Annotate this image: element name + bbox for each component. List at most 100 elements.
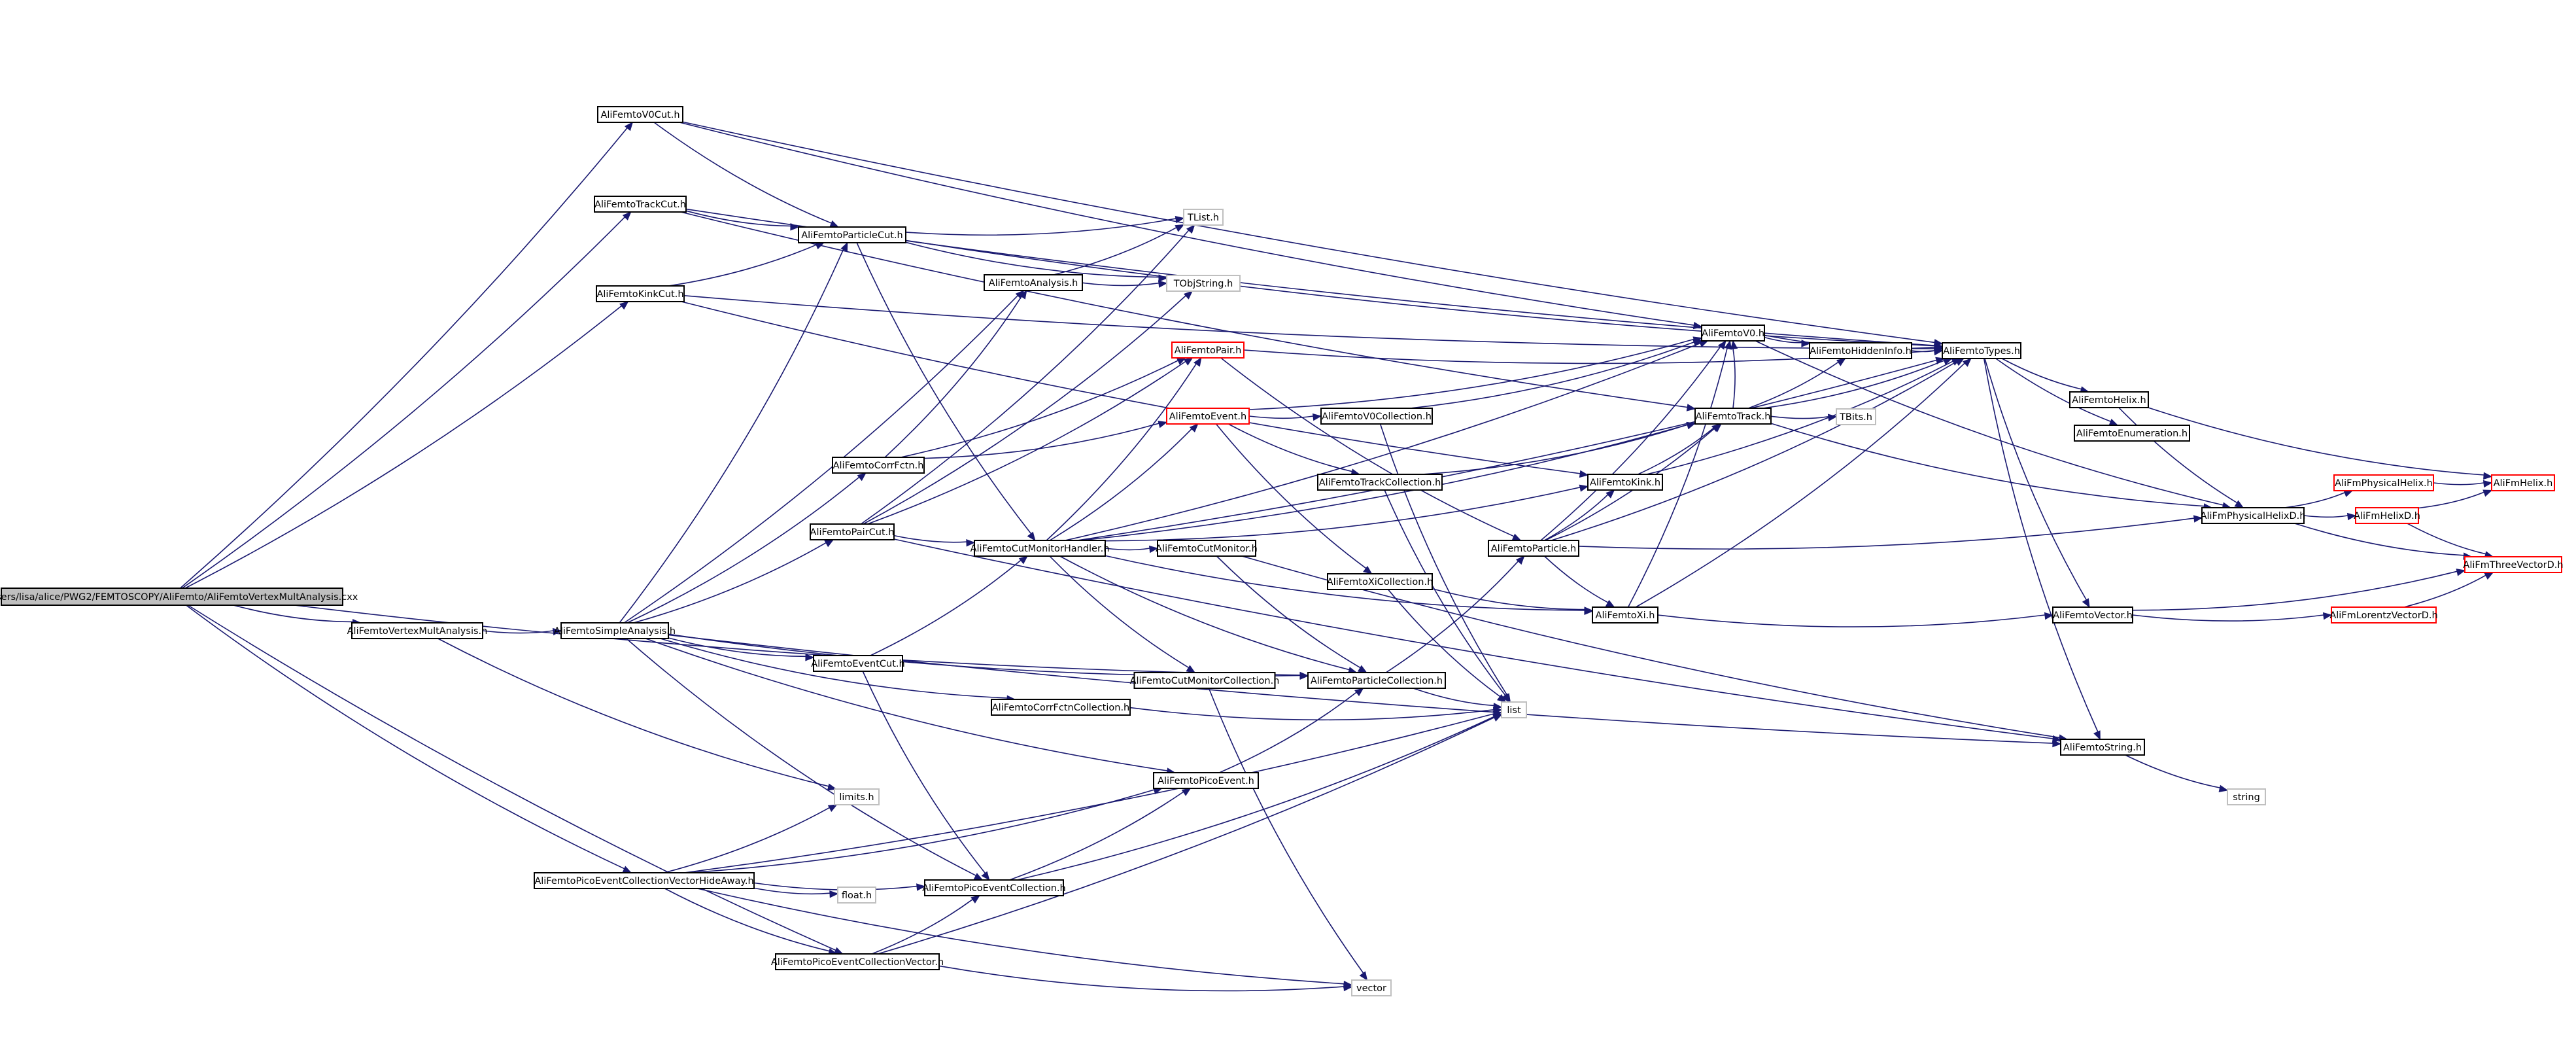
- arrowhead-icon: [1148, 545, 1159, 553]
- edge-line: [1009, 791, 1184, 881]
- node-alifemtopicoevent-h[interactable]: AliFemtoPicoEvent.h: [1153, 772, 1259, 789]
- node-alifemtotrackcollection-h[interactable]: AliFemtoTrackCollection.h: [1317, 474, 1443, 491]
- edge-line: [1983, 358, 2099, 732]
- node-box: [1694, 408, 1772, 425]
- node-alifemtohiddeninfo-h[interactable]: AliFemtoHiddenInfo.h: [1809, 342, 1912, 359]
- edge-line: [682, 121, 1935, 343]
- arrowhead-icon: [1343, 983, 1353, 992]
- edge-line: [1762, 360, 1945, 409]
- node-alifemtocutmonitorhandler-h[interactable]: AliFemtoCutMonitorHandler.h: [970, 540, 1110, 557]
- edge-line: [1065, 342, 1701, 541]
- node-alifemtoanalysis-h[interactable]: AliFemtoAnalysis.h: [984, 274, 1083, 291]
- node-label: AliFemtoPicoEventCollectionVector.h: [771, 957, 944, 968]
- node-label: /Users/lisa/alice/PWG2/FEMTOSCOPY/AliFem…: [0, 592, 358, 603]
- edge-event-to-xicoll: [1215, 423, 1373, 574]
- node-limits-h[interactable]: limits.h: [834, 788, 880, 805]
- arrowhead-icon: [916, 883, 926, 891]
- node-list[interactable]: list: [1501, 701, 1527, 718]
- node-vector[interactable]: vector: [1351, 979, 1392, 996]
- node-alifemtoxicollection-h[interactable]: AliFemtoXiCollection.h: [1327, 573, 1434, 590]
- arrowhead-icon: [1579, 484, 1589, 492]
- edge-simple-to-eventcut: [668, 637, 815, 661]
- edge-line: [1755, 340, 2224, 506]
- node-alifemtoevent-h[interactable]: AliFemtoEvent.h: [1166, 408, 1250, 425]
- node-alifemtoparticlecollection-h[interactable]: AliFemtoParticleCollection.h: [1307, 672, 1446, 689]
- node-float-h[interactable]: float.h: [837, 887, 876, 904]
- node-alifemtoxi-h[interactable]: AliFemtoXi.h: [1592, 606, 1658, 624]
- node-box: [1153, 772, 1259, 789]
- arrowhead-icon: [1175, 224, 1185, 232]
- node-alifmphysicalhelix-h[interactable]: AliFmPhysicalHelix.h: [2333, 474, 2434, 491]
- node-alifemtotrackcut-h[interactable]: AliFemtoTrackCut.h: [594, 196, 687, 213]
- node-alifemtovertexmultanalysis-h[interactable]: AliFemtoVertexMultAnalysis.h: [347, 622, 488, 639]
- node-box: [984, 274, 1083, 291]
- edge-hideaway-to-vector: [697, 888, 1353, 989]
- node-alifmhelix-h[interactable]: AliFmHelix.h: [2491, 474, 2555, 491]
- node-alifemtov0collection-h[interactable]: AliFemtoV0Collection.h: [1320, 408, 1433, 425]
- node-alifemtopicoeventcollectionvectorhideaway-h[interactable]: AliFemtoPicoEventCollectionVectorHideAwa…: [534, 872, 755, 889]
- node-alifemtocutmonitor-h[interactable]: AliFemtoCutMonitor.h: [1156, 540, 1258, 557]
- node-tbits-h[interactable]: TBits.h: [1836, 408, 1876, 425]
- edge-particlecut-to-tlist: [905, 215, 1185, 236]
- node-box: [1317, 474, 1443, 491]
- edge-root-to-v0cut: [180, 121, 634, 589]
- node-alifmlorentzvectord-h[interactable]: AliFmLorentzVectorD.h: [2329, 606, 2438, 624]
- node-string[interactable]: string: [2227, 788, 2266, 805]
- node-alifemtokink-h[interactable]: AliFemtoKink.h: [1587, 474, 1663, 491]
- node-alifemtov0cut-h[interactable]: AliFemtoV0Cut.h: [597, 106, 683, 123]
- edge-physhelixd-to-physhelix: [2284, 490, 2354, 508]
- edge-line: [871, 899, 973, 955]
- edge-root-to-picovec: [187, 605, 844, 955]
- edge-track-to-hidden: [1748, 358, 1846, 409]
- edge-line: [688, 789, 1155, 873]
- node-alifemtopair-h[interactable]: AliFemtoPair.h: [1171, 342, 1245, 359]
- arrowhead-icon: [1501, 693, 1510, 703]
- node-label: AliFemtoTrackCut.h: [594, 200, 686, 210]
- edge-root-to-vertexmult: [233, 605, 362, 627]
- edge-lorentz-to-threevec: [2403, 572, 2494, 608]
- node-alifemtoparticlecut-h[interactable]: AliFemtoParticleCut.h: [798, 226, 906, 243]
- node-alifmthreevectord-h[interactable]: AliFmThreeVectorD.h: [2463, 556, 2564, 573]
- node-alifemtokinkcut-h[interactable]: AliFemtoKinkCut.h: [596, 285, 685, 302]
- arrowhead-icon: [1511, 533, 1522, 541]
- node-alifemtotypes-h[interactable]: AliFemtoTypes.h: [1942, 342, 2021, 359]
- edge-fmhelixd-to-fmhelix: [2418, 489, 2493, 509]
- arrowhead-icon: [1018, 555, 1029, 565]
- node-alifemtoparticle-h[interactable]: AliFemtoParticle.h: [1488, 540, 1579, 557]
- node-label: AliFemtoTrack.h: [1696, 412, 1771, 422]
- edge-line: [1984, 358, 2087, 601]
- node-alifemtotrack-h[interactable]: AliFemtoTrack.h: [1694, 408, 1772, 425]
- node-alifemtosimpleanalysis-h[interactable]: AliFemtoSimpleAnalysis.h: [554, 622, 676, 639]
- edge-line: [184, 305, 622, 589]
- arrowhead-icon: [1183, 290, 1193, 300]
- node-alifemtohelix-h[interactable]: AliFemtoHelix.h: [2069, 391, 2149, 408]
- edge-line: [1387, 589, 1501, 697]
- edge-cutmonhandler-to-kink: [1105, 484, 1589, 542]
- node-alifemtopicoeventcollection-h[interactable]: AliFemtoPicoEventCollection.h: [922, 879, 1066, 896]
- edge-line: [867, 360, 1186, 525]
- node-label: string: [2233, 792, 2260, 803]
- node-alifemtocorrfctn-h[interactable]: AliFemtoCorrFctn.h: [832, 457, 925, 474]
- edge-line: [182, 217, 626, 589]
- node-alifemtoenumeration-h[interactable]: AliFemtoEnumeration.h: [2074, 425, 2190, 442]
- node-tlist-h[interactable]: TList.h: [1183, 209, 1224, 226]
- node-alifemtostring-h[interactable]: AliFemtoString.h: [2060, 739, 2145, 756]
- arrowhead-icon: [2108, 419, 2119, 426]
- edge-corrfctncoll-to-list: [1129, 707, 1503, 721]
- edge-hideaway-to-picovec: [664, 888, 838, 956]
- node-alifemtovector-h[interactable]: AliFemtoVector.h: [2052, 606, 2133, 624]
- node-alifemtocutmonitorcollection-h[interactable]: AliFemtoCutMonitorCollection.h: [1130, 672, 1280, 689]
- node-alifemtopaircut-h[interactable]: AliFemtoPairCut.h: [810, 523, 895, 540]
- arrowhead-icon: [1181, 788, 1192, 796]
- node-alifmphysicalhelixd-h[interactable]: AliFmPhysicalHelixD.h: [2201, 507, 2306, 524]
- arrowhead-icon: [1516, 555, 1525, 565]
- node-alifemtocorrfctncollection-h[interactable]: AliFemtoCorrFctnCollection.h: [991, 699, 1131, 716]
- node-tobjstring-h[interactable]: TObjString.h: [1166, 275, 1241, 292]
- node-alifemtoeventcut-h[interactable]: AliFemtoEventCut.h: [811, 655, 905, 672]
- node-alifemtopicoeventcollectionvector-h[interactable]: AliFemtoPicoEventCollectionVector.h: [771, 953, 944, 970]
- node-alifemtov0-h[interactable]: AliFemtoV0.h: [1701, 325, 1765, 342]
- edge-trackcoll-to-list: [1384, 489, 1510, 703]
- node-alifmhelixd-h[interactable]: AliFmHelixD.h: [2354, 507, 2420, 524]
- node-box: [1320, 408, 1433, 425]
- arrowhead-icon: [829, 220, 840, 228]
